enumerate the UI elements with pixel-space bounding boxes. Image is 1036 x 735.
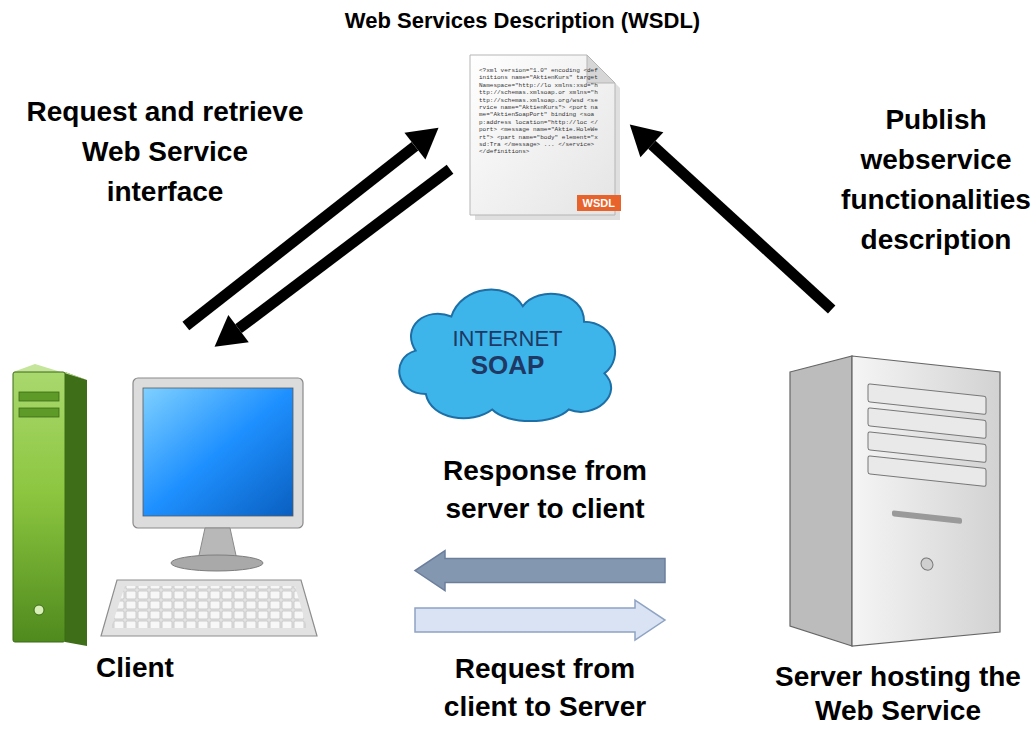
arrow-shaft bbox=[239, 169, 451, 328]
server-side bbox=[790, 356, 852, 646]
cloud-text: INTERNET bbox=[453, 326, 563, 351]
message-arrow bbox=[415, 551, 665, 591]
flow-arrow bbox=[215, 169, 450, 347]
edge-label: Request from client to Server bbox=[425, 650, 665, 726]
document-page bbox=[470, 55, 615, 215]
tower-side bbox=[65, 372, 87, 646]
power-button bbox=[921, 557, 933, 570]
computer-icon bbox=[5, 360, 325, 650]
arrow-head bbox=[404, 128, 438, 160]
block-arrow bbox=[415, 600, 665, 640]
disk-slot bbox=[892, 510, 962, 524]
file-badge: WSDL bbox=[577, 195, 621, 211]
arrow-head bbox=[630, 125, 664, 158]
node-heading: Web Services Description (WSDL) bbox=[320, 8, 725, 34]
cloud-text: SOAP bbox=[471, 351, 545, 381]
message-arrow bbox=[415, 600, 665, 640]
arrow-shaft bbox=[186, 146, 415, 326]
server-front bbox=[852, 356, 1000, 646]
badge-text: WSDL bbox=[583, 196, 615, 210]
edge-label: Response from server to client bbox=[425, 452, 665, 528]
web-server: Server hosting the Web Service bbox=[760, 350, 1036, 731]
flow-arrow bbox=[630, 125, 832, 310]
cloud-outline bbox=[399, 290, 615, 421]
block-arrow bbox=[415, 551, 665, 591]
internet-cloud: INTERNETSOAP bbox=[385, 270, 630, 425]
server-bays bbox=[868, 384, 986, 577]
code-text: <?xml version="1.0" encoding <definition… bbox=[479, 67, 599, 156]
node-label: Client bbox=[5, 652, 265, 684]
client-computer: Client bbox=[5, 360, 325, 690]
monitor-base bbox=[171, 555, 263, 571]
arrow-head bbox=[215, 315, 249, 347]
drive-slot bbox=[19, 392, 59, 401]
arrow-shaft bbox=[652, 145, 832, 310]
wsdl-document: Web Services Description (WSDL)<?xml ver… bbox=[470, 55, 615, 215]
edge-label: Publish webservice functionalities descr… bbox=[838, 100, 1034, 260]
server-icon bbox=[760, 350, 1036, 655]
monitor-frame bbox=[133, 378, 303, 528]
monitor-screen bbox=[143, 388, 293, 516]
power-button bbox=[34, 605, 44, 615]
drive-bay bbox=[868, 456, 986, 487]
tower-front bbox=[13, 372, 65, 642]
keyboard bbox=[101, 580, 317, 636]
drive-slot bbox=[19, 408, 59, 417]
keyboard-keys bbox=[111, 586, 307, 628]
edge-label: Request and retrieve Web Service interfa… bbox=[23, 92, 307, 212]
node-label: Server hosting the Web Service bbox=[760, 660, 1036, 727]
